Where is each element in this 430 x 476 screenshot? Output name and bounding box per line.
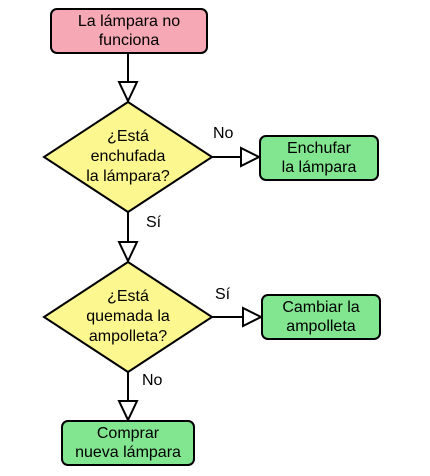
edge-label-plugged-yes: Sí (146, 214, 162, 231)
node-change-bulb-label: Cambiar la ampolleta (282, 299, 360, 335)
edge-label-burnt-yes: Sí (215, 286, 231, 303)
decision-plugged-shape (42, 100, 214, 214)
node-start-label: La lámpara no funciona (77, 13, 181, 49)
node-change-bulb: Cambiar la ampolleta (261, 294, 381, 340)
node-start: La lámpara no funciona (50, 8, 208, 54)
node-plug-lamp-label: Enchufar la lámpara (281, 140, 357, 176)
arrowhead-plugged-yes (117, 241, 139, 264)
node-buy-lamp: Comprar nueva lámpara (61, 420, 195, 466)
arrowhead-start-to-plugged (117, 81, 139, 104)
arrowhead-plugged-no (240, 146, 262, 168)
node-buy-lamp-label: Comprar nueva lámpara (75, 425, 181, 461)
arrowhead-burnt-no (117, 400, 139, 423)
decision-burnt-shape (42, 260, 214, 374)
edge-label-burnt-no: No (142, 372, 163, 389)
edge-label-plugged-no: No (213, 125, 234, 142)
arrowhead-burnt-yes (242, 306, 264, 328)
node-plug-lamp: Enchufar la lámpara (259, 135, 379, 181)
